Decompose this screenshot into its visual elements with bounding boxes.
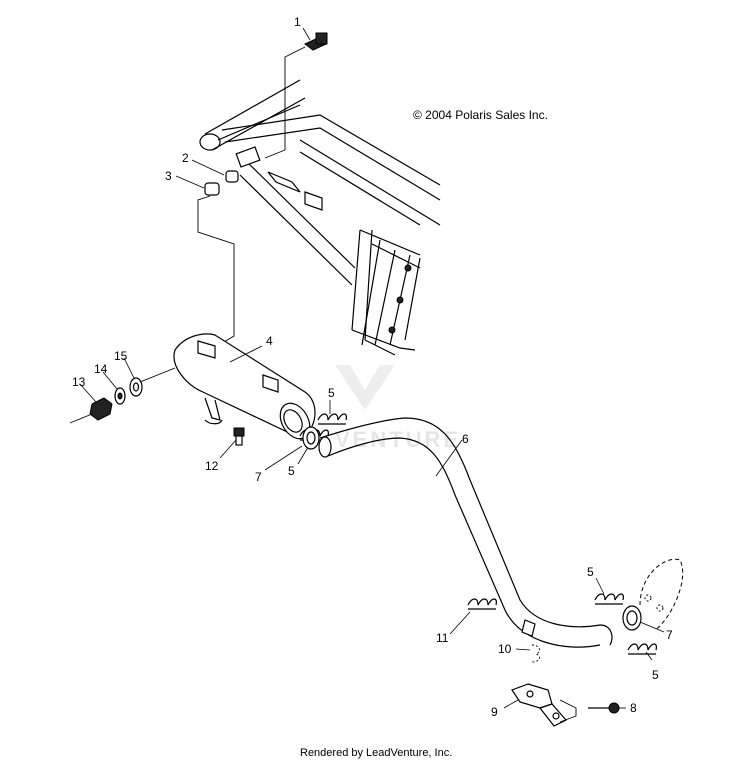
footer-credit: Rendered by LeadVenture, Inc.: [300, 747, 452, 759]
callout-5-upper: 5: [328, 386, 335, 400]
callout-11: 11: [436, 631, 449, 645]
callout-5-right-lower: 5: [652, 668, 659, 682]
callout-7-upper: 7: [255, 470, 262, 484]
callout-3: 3: [165, 169, 172, 183]
callout-6: 6: [462, 432, 469, 446]
exhaust-pipe-part-6: [318, 417, 613, 648]
muffler-part-4: [173, 333, 316, 440]
washer-part-15: [129, 377, 143, 397]
callout-14: 14: [94, 362, 108, 376]
bolt-part-12: [233, 427, 245, 446]
callout-15: 15: [114, 349, 128, 363]
callout-5-right-upper: 5: [587, 565, 594, 579]
callout-4: 4: [266, 334, 273, 348]
spring-part-5-right-lower: [627, 643, 657, 655]
callout-10: 10: [498, 642, 512, 656]
washer-part-14: [114, 387, 126, 405]
bracket-part-9: [511, 683, 577, 727]
callout-1: 1: [294, 15, 301, 29]
gasket-part-7-upper: [302, 426, 320, 450]
callout-5-lower: 5: [288, 464, 295, 478]
callout-12: 12: [205, 459, 219, 473]
callout-9: 9: [491, 705, 498, 719]
callout-13: 13: [72, 375, 86, 389]
callout-labels: 1 2 3 4 5 5 5 5 6 7 7 8 9 10 11 12 13 14…: [72, 15, 673, 719]
bushing-part-3: [204, 182, 220, 196]
spring-part-5-right-upper: [594, 593, 624, 605]
watermark-text: VENTURE: [335, 427, 461, 452]
spring-part-11: [467, 598, 497, 610]
callout-8: 8: [630, 701, 637, 715]
nut-part-13: [89, 397, 113, 421]
spring-part-5-upper: [317, 413, 347, 425]
callout-7-lower: 7: [666, 628, 673, 642]
grommet-part-2: [225, 170, 239, 183]
clip-part-10: [531, 644, 540, 663]
callout-2: 2: [182, 151, 189, 165]
exhaust-port-outline: [639, 558, 684, 631]
gasket-part-7-lower: [622, 605, 642, 631]
copyright-text: © 2004 Polaris Sales Inc.: [413, 108, 548, 122]
bolt-part-8: [588, 702, 620, 714]
bolt-part-1: [304, 32, 328, 51]
frame-structure: [199, 79, 441, 356]
leadventure-watermark: VENTURE: [335, 365, 461, 452]
